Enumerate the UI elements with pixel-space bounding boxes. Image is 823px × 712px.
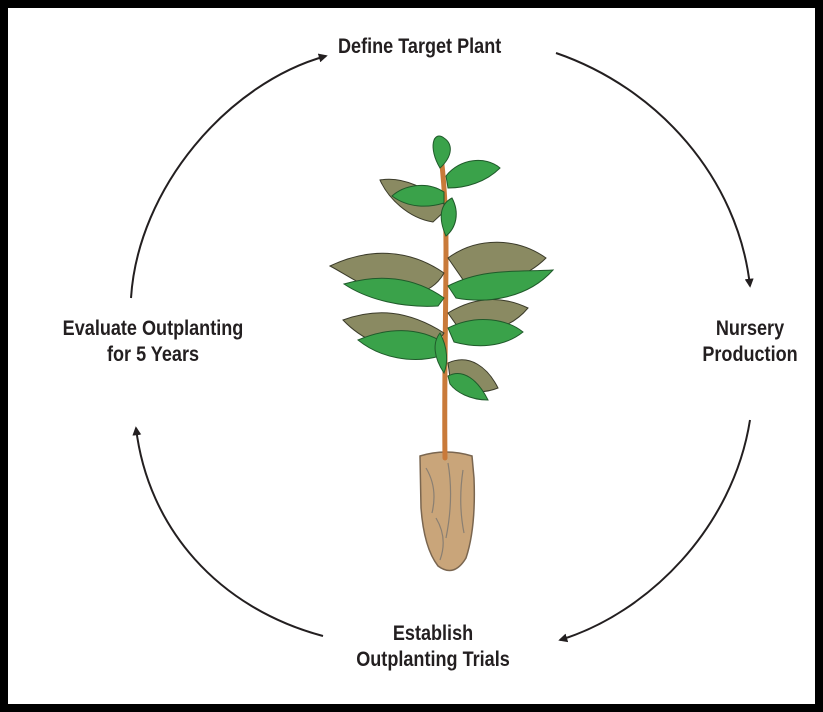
step-label-line: Evaluate Outplanting xyxy=(46,316,261,342)
step-establish-outplanting-trials: Establish Outplanting Trials xyxy=(351,621,514,673)
root-plug xyxy=(420,452,474,571)
step-define-target-plant: Define Target Plant xyxy=(338,34,501,60)
arrow-top-to-right xyxy=(556,53,750,286)
step-label-line: Establish xyxy=(351,621,514,647)
step-label-line: Define Target Plant xyxy=(338,34,501,60)
seedling-illustration xyxy=(330,136,553,570)
step-nursery-production: Nursery Production xyxy=(698,316,801,368)
step-label-line: Nursery xyxy=(698,316,801,342)
arrow-bottom-to-left xyxy=(136,428,323,636)
arrow-left-to-top xyxy=(131,56,326,298)
cycle-diagram: Define Target Plant Nursery Production E… xyxy=(8,8,815,704)
step-label-line: Production xyxy=(698,342,801,368)
step-evaluate-outplanting: Evaluate Outplanting for 5 Years xyxy=(46,316,261,368)
step-label-line: for 5 Years xyxy=(46,342,261,368)
arrow-right-to-bottom xyxy=(560,420,750,640)
step-label-line: Outplanting Trials xyxy=(351,647,514,673)
